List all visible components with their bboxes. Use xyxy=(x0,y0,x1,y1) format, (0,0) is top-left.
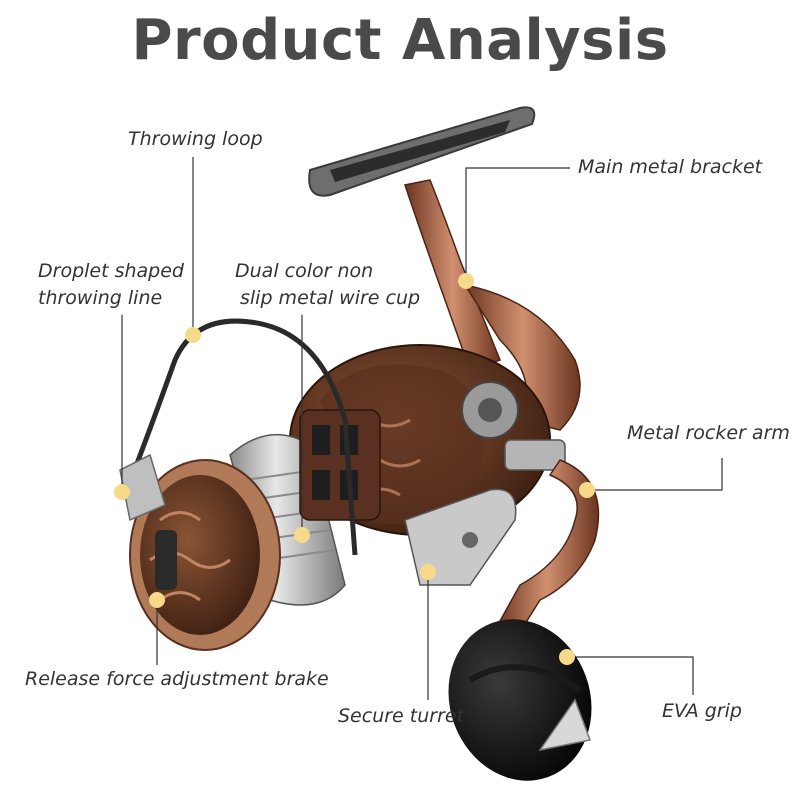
marker-wire-cup xyxy=(294,527,310,543)
label-throwing-loop: Throwing loop xyxy=(128,128,263,150)
marker-throwing-loop xyxy=(185,327,201,343)
label-droplet-line-1: Droplet shaped xyxy=(38,260,184,282)
callout-markers xyxy=(114,273,595,665)
metal-rocker-arm xyxy=(493,439,600,641)
label-turret: Secure turret xyxy=(338,705,465,727)
marker-main-bracket xyxy=(458,273,474,289)
throwing-line-bail xyxy=(119,318,358,556)
label-grip: EVA grip xyxy=(662,700,742,722)
secure-turret xyxy=(404,488,517,586)
eva-grip xyxy=(448,619,592,781)
marker-turret xyxy=(420,564,436,580)
release-force-brake xyxy=(129,459,281,651)
wire-cup-spool xyxy=(229,409,381,606)
label-droplet-line-2: throwing line xyxy=(38,287,163,309)
label-wire-cup-2: slip metal wire cup xyxy=(240,287,421,309)
label-brake: Release force adjustment brake xyxy=(25,668,329,690)
label-wire-cup-1: Dual color non xyxy=(235,260,374,282)
marker-grip xyxy=(559,649,575,665)
leader-lines xyxy=(121,157,723,700)
label-main-bracket: Main metal bracket xyxy=(578,156,763,178)
page-title: Product Analysis xyxy=(131,8,669,73)
marker-brake xyxy=(149,592,165,608)
marker-rocker-arm xyxy=(579,482,595,498)
marker-droplet-line xyxy=(114,484,130,500)
label-rocker-arm: Metal rocker arm xyxy=(627,422,790,444)
main-metal-bracket xyxy=(308,106,581,431)
